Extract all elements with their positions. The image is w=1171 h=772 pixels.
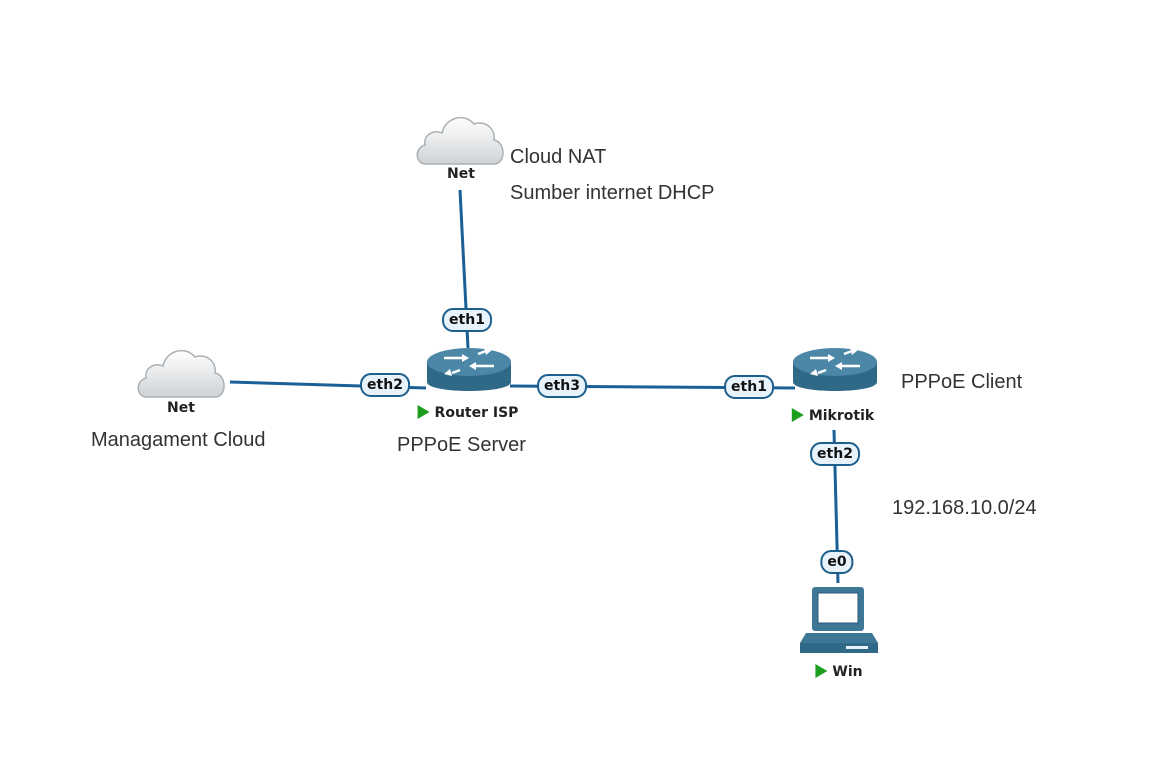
cloud-icon[interactable] — [133, 341, 229, 401]
note-dhcp-source[interactable]: Sumber internet DHCP — [510, 182, 715, 204]
router-icon[interactable] — [424, 344, 514, 400]
port-router-isp-eth2[interactable]: eth2 — [360, 373, 410, 397]
win-name: Win — [832, 664, 863, 680]
note-pppoe-client[interactable]: PPPoE Client — [901, 371, 1023, 393]
mikrotik-node-label: Mikrotik — [791, 408, 875, 424]
desktop-pc-icon[interactable] — [798, 585, 880, 661]
win-node-label: Win — [815, 664, 863, 680]
router-isp-name: Router ISP — [434, 405, 519, 421]
port-mikrotik-eth1[interactable]: eth1 — [724, 375, 774, 399]
router-icon[interactable] — [790, 344, 880, 400]
cloud-nat-node-label: Net — [447, 166, 475, 182]
cloud-icon[interactable] — [412, 108, 508, 168]
port-win-e0[interactable]: e0 — [820, 550, 854, 574]
port-router-isp-eth1[interactable]: eth1 — [442, 308, 492, 332]
note-cloud-nat[interactable]: Cloud NAT — [510, 146, 607, 168]
play-triangle-icon — [791, 408, 804, 422]
note-pppoe-server[interactable]: PPPoE Server — [397, 434, 526, 456]
cloud-mgmt-node-label: Net — [167, 400, 195, 416]
router-isp-node-label: Router ISP — [417, 405, 519, 421]
play-triangle-icon — [417, 405, 430, 419]
note-subnet[interactable]: 192.168.10.0/24 — [892, 497, 1037, 519]
port-mikrotik-eth2[interactable]: eth2 — [810, 442, 860, 466]
mikrotik-name: Mikrotik — [808, 408, 875, 424]
port-router-isp-eth3[interactable]: eth3 — [537, 374, 587, 398]
note-management-cloud[interactable]: Managament Cloud — [91, 429, 266, 451]
play-triangle-icon — [815, 664, 828, 678]
